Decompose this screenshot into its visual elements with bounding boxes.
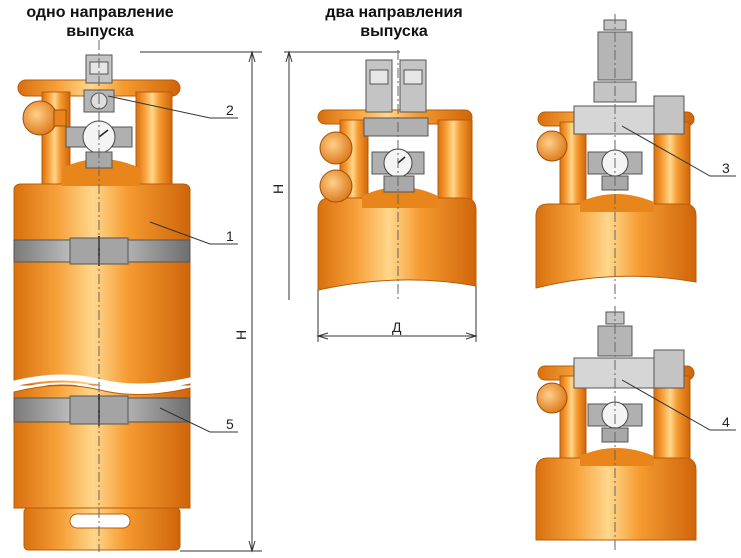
cylinder-variant-4 <box>535 311 697 541</box>
dimension-diameter: Д <box>392 319 402 335</box>
heading-one-direction: одно направление выпуска <box>26 4 174 40</box>
dimension-height-left: Н <box>233 330 249 340</box>
callout-2: 2 <box>226 102 234 118</box>
callout-1: 1 <box>226 228 234 244</box>
callout-3: 3 <box>722 160 730 176</box>
heading-two-directions: два направления выпуска <box>325 4 463 40</box>
callout-5: 5 <box>226 416 234 432</box>
cylinder-two-directions <box>317 59 477 291</box>
dimension-lines <box>98 14 616 553</box>
callout-4: 4 <box>722 414 730 430</box>
dimension-height-middle: Н <box>270 184 286 194</box>
cylinder-one-direction <box>11 54 193 551</box>
callout-leaders <box>107 95 736 433</box>
